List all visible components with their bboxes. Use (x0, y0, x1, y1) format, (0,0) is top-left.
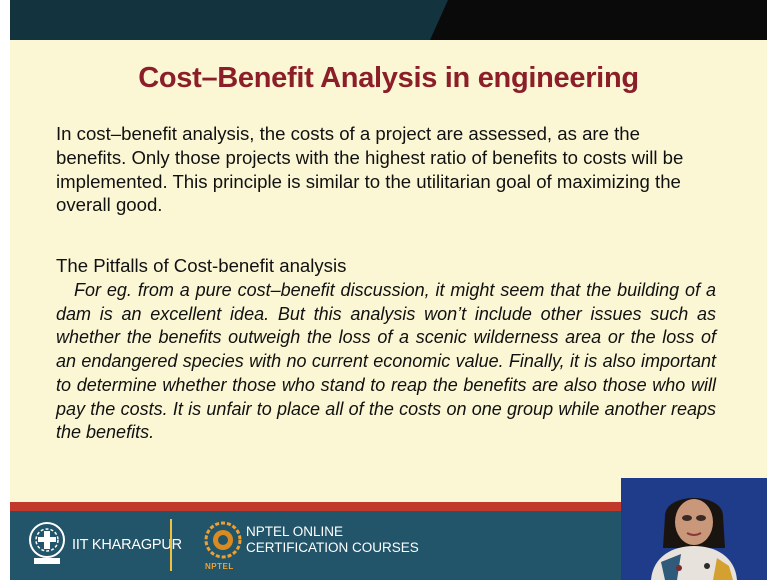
iit-logo-icon (29, 522, 65, 564)
iit-kharagpur-label: IIT KHARAGPUR (72, 537, 182, 553)
presenter-figure-icon (621, 478, 767, 580)
nptel-line-1: NPTEL ONLINE (246, 524, 344, 539)
nptel-logo-label: NPTEL (205, 562, 234, 571)
nptel-courses-label: NPTEL ONLINE CERTIFICATION COURSES (246, 524, 419, 556)
presenter-video (621, 478, 767, 580)
slide-title: Cost–Benefit Analysis in engineering (138, 62, 639, 94)
intro-paragraph: In cost–benefit analysis, the costs of a… (56, 123, 684, 216)
slide: Cost–Benefit Analysis in engineering In … (10, 0, 767, 580)
nptel-logo-icon (204, 521, 242, 559)
pitfalls-body: For eg. from a pure cost–benefit discuss… (56, 280, 716, 443)
nptel-line-2: CERTIFICATION COURSES (246, 540, 419, 555)
footer-divider (170, 519, 172, 571)
pitfalls-heading: The Pitfalls of Cost-benefit analysis (56, 255, 347, 276)
top-band-dark (430, 0, 767, 40)
footer-accent-band (10, 502, 767, 511)
